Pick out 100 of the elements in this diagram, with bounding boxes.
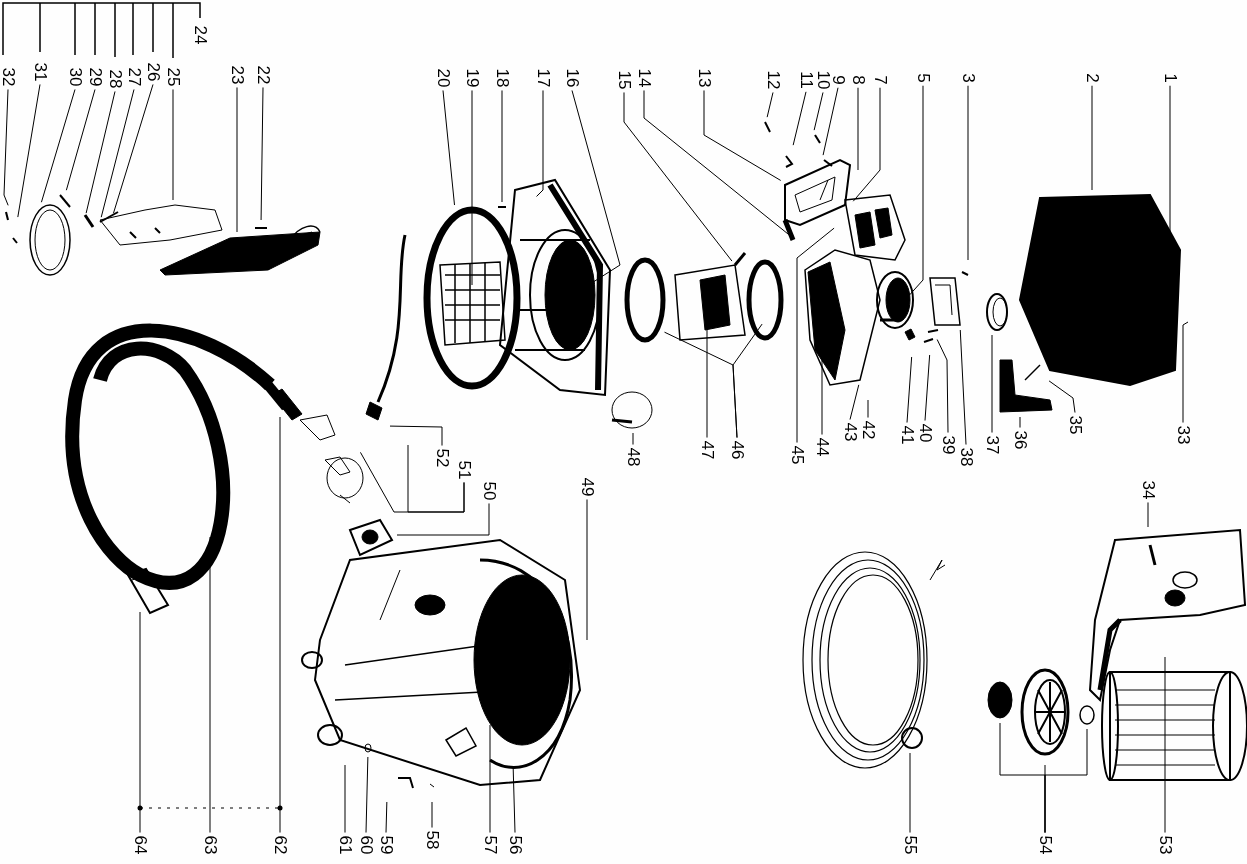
callout-number: 48 [624, 447, 642, 467]
callout-number: 12 [764, 70, 782, 90]
callout-number: 53 [1156, 835, 1174, 855]
leader-line [359, 451, 465, 513]
leader-line [623, 91, 733, 262]
leader-line [512, 766, 516, 834]
leader-line [924, 354, 931, 422]
leader-line [389, 425, 443, 447]
callout-number: 63 [201, 835, 219, 855]
callout-number: 62 [271, 835, 289, 855]
callout-number: 41 [898, 425, 916, 445]
callout-number: 42 [859, 420, 877, 440]
leader-line [536, 89, 544, 197]
callout-number: 26 [144, 62, 162, 82]
callout-number: 46 [728, 440, 746, 460]
leader-line [501, 89, 503, 203]
callout-number: 51 [455, 460, 473, 480]
leader-line [1164, 656, 1166, 834]
callout-number: 33 [1174, 425, 1192, 445]
callout-number: 38 [957, 447, 975, 467]
leader-line [236, 86, 238, 233]
leader-line [967, 85, 969, 261]
leader-line [867, 399, 869, 419]
leader-line [632, 432, 634, 446]
leader-line [643, 89, 790, 236]
leader-line [959, 329, 967, 446]
leader-line [664, 331, 738, 439]
leader-line [1019, 416, 1021, 429]
callout-number: 55 [901, 835, 919, 855]
leader-line [385, 801, 388, 834]
leader-line [813, 91, 824, 131]
callout-number: 14 [635, 68, 653, 88]
leader-line [936, 339, 949, 434]
callout-number: 36 [1011, 430, 1029, 450]
callout-number: 25 [164, 67, 182, 87]
callout-number: 43 [841, 422, 859, 442]
callout-number: 23 [228, 65, 246, 85]
callout-number: 20 [434, 68, 452, 88]
callout-number: 15 [615, 70, 633, 90]
callout-number: 10 [814, 70, 832, 90]
leader-line [766, 91, 774, 118]
leader-line [1147, 501, 1149, 528]
leader-line [3, 88, 9, 206]
callout-number: 11 [797, 71, 815, 89]
callout-number: 29 [86, 67, 104, 87]
leader-line [112, 83, 154, 214]
leader-line [139, 611, 141, 834]
leader-line [279, 416, 281, 834]
callout-number: 9 [829, 75, 847, 85]
leader-line [344, 764, 346, 834]
callout-number: 61 [336, 835, 354, 855]
callout-number: 8 [849, 75, 867, 85]
callout-number: 50 [480, 481, 498, 501]
callout-number: 57 [481, 835, 499, 855]
leader-line [1182, 321, 1189, 424]
callout-number: 5 [914, 73, 932, 83]
leader-line [857, 87, 859, 171]
callout-number: 56 [506, 835, 524, 855]
callout-number: 52 [433, 448, 451, 468]
leader-line [209, 536, 211, 834]
leader-line [822, 87, 839, 156]
leader-line [1044, 728, 1088, 834]
callout-number: 37 [983, 435, 1001, 455]
callout-number: 59 [377, 835, 395, 855]
callout-number: 31 [31, 62, 49, 82]
leader-line [906, 356, 913, 424]
callout-number: 47 [698, 440, 716, 460]
leader-line [1091, 85, 1093, 191]
callout-number: 34 [1139, 480, 1157, 500]
callout-number: 19 [463, 68, 481, 88]
callout-number: 16 [563, 68, 581, 88]
leader-line [260, 86, 264, 221]
leader-line [100, 88, 135, 218]
callout-number: 7 [871, 75, 889, 85]
leader-line [489, 724, 491, 834]
callout-number: 28 [106, 69, 124, 89]
callout-number: 35 [1066, 415, 1084, 435]
leader-line [703, 89, 782, 181]
callout-number: 3 [959, 73, 977, 83]
callout-number: 58 [423, 830, 441, 850]
callout-number: 64 [131, 835, 149, 855]
leader-line [991, 334, 993, 434]
leader-line [17, 83, 41, 218]
leader-line [65, 88, 96, 191]
callout-number: 17 [534, 68, 552, 88]
callout-number: 2 [1083, 73, 1101, 83]
leader-line [792, 91, 807, 146]
leader-line [365, 756, 369, 834]
callout-number: 30 [66, 67, 84, 87]
leader-line [796, 227, 835, 444]
callout-number: 18 [493, 68, 511, 88]
callout-number: 22 [254, 65, 272, 85]
callout-number: 60 [357, 835, 375, 855]
leader-line [907, 85, 924, 297]
callout-number: 40 [916, 423, 934, 443]
callout-number: 49 [578, 477, 596, 497]
callout-number: 24 [191, 25, 209, 45]
callout-number: 45 [788, 445, 806, 465]
callout-number: 39 [939, 435, 957, 455]
leader-line [396, 502, 490, 536]
